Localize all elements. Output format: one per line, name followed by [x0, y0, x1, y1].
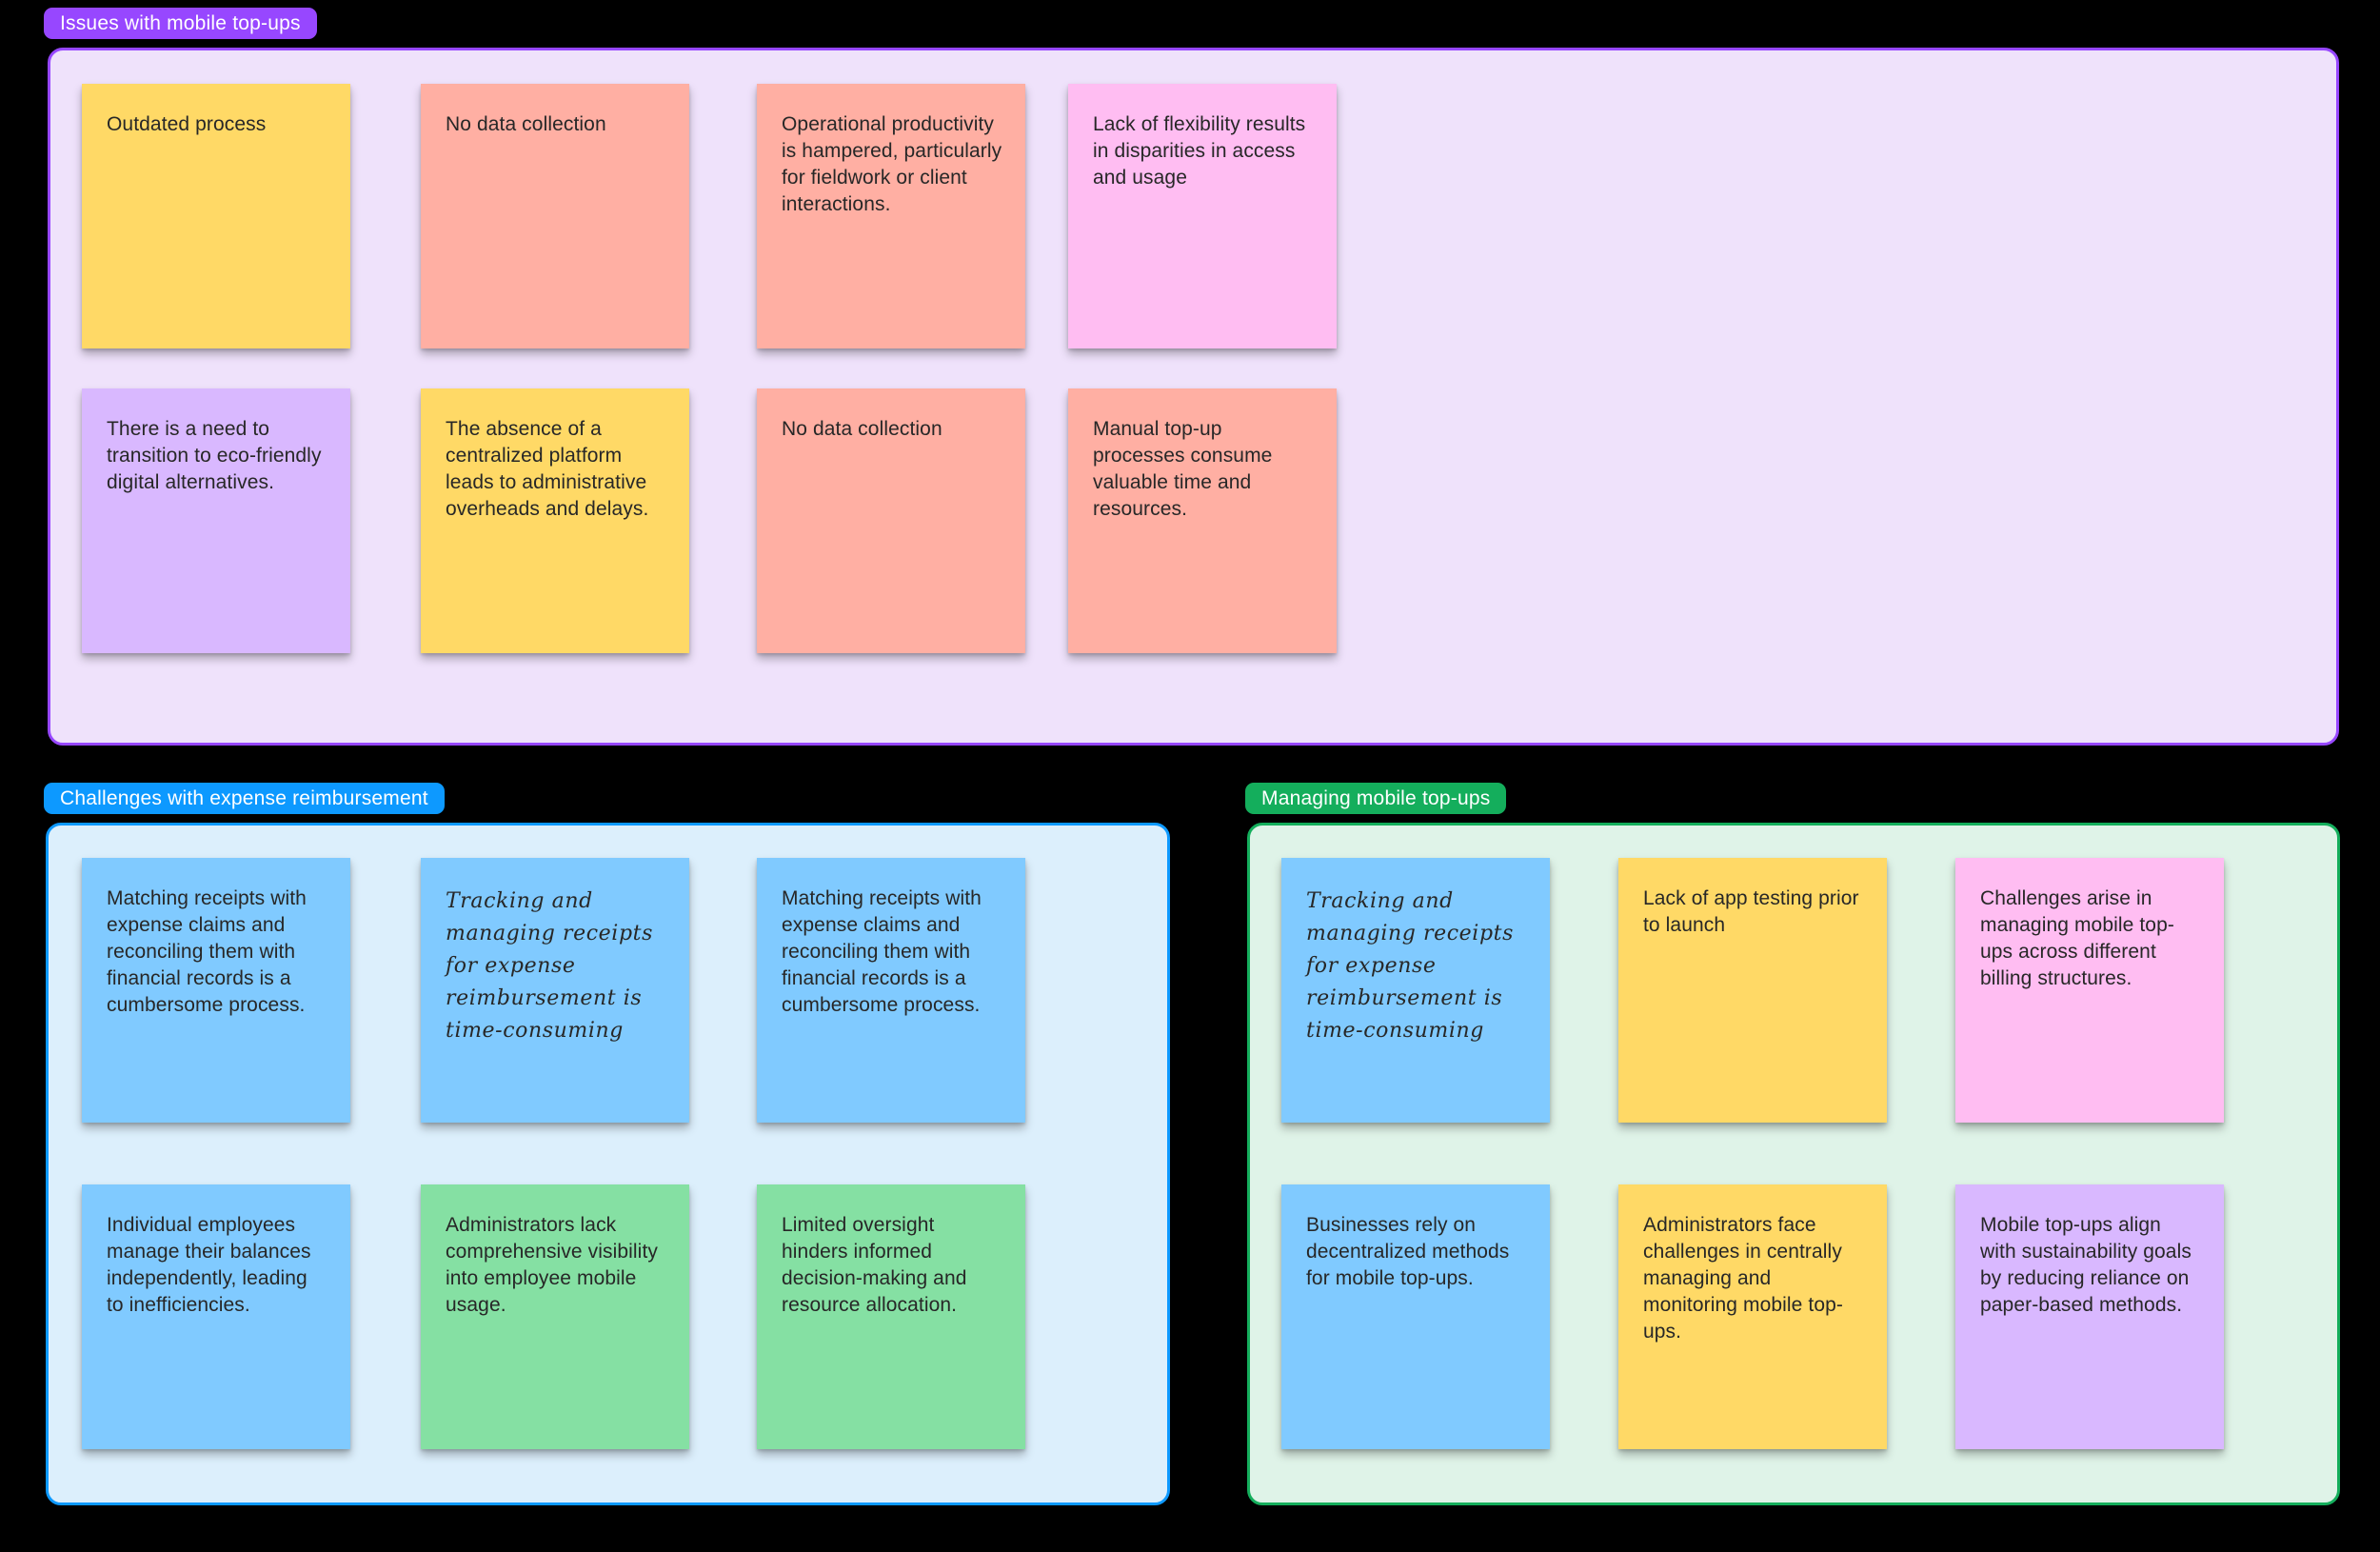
sticky-note-text: Lack of flexibility results in dispariti…	[1093, 113, 1306, 189]
sticky-note-text: Administrators lack comprehensive visibi…	[446, 1214, 658, 1316]
sticky-note-text: Businesses rely on decentralized methods…	[1306, 1214, 1510, 1289]
sticky-note-text: Administrators face challenges in centra…	[1643, 1214, 1843, 1343]
sticky-note[interactable]: Limited oversight hinders informed decis…	[757, 1184, 1025, 1449]
section-frame-challenges-with-expense-reimbursement[interactable]: Matching receipts with expense claims an…	[46, 823, 1170, 1505]
sticky-note[interactable]: Lack of app testing prior to launch	[1618, 858, 1887, 1123]
sticky-note-text: Tracking and managing receipts for expen…	[446, 889, 653, 1043]
sticky-note-text: Tracking and managing receipts for expen…	[1306, 889, 1514, 1043]
sticky-note-text: Lack of app testing prior to launch	[1643, 887, 1859, 936]
sticky-note-text: Mobile top-ups align with sustainability…	[1980, 1214, 2192, 1316]
sticky-note-text: There is a need to transition to eco-fri…	[107, 418, 322, 493]
sticky-note[interactable]: No data collection	[757, 388, 1025, 653]
sticky-note-text: Limited oversight hinders informed decis…	[782, 1214, 967, 1316]
sticky-note-text: No data collection	[782, 418, 942, 440]
sticky-note[interactable]: The absence of a centralized platform le…	[421, 388, 689, 653]
sticky-note-text: No data collection	[446, 113, 606, 135]
sticky-note-text: Matching receipts with expense claims an…	[107, 887, 307, 1016]
section-label-managing-mobile-top-ups[interactable]: Managing mobile top-ups	[1245, 783, 1507, 814]
sticky-note[interactable]: Tracking and managing receipts for expen…	[1281, 858, 1550, 1123]
sticky-note[interactable]: Tracking and managing receipts for expen…	[421, 858, 689, 1123]
sticky-note[interactable]: There is a need to transition to eco-fri…	[82, 388, 350, 653]
sticky-note[interactable]: No data collection	[421, 84, 689, 348]
sticky-note[interactable]: Individual employees manage their balanc…	[82, 1184, 350, 1449]
sticky-note[interactable]: Operational productivity is hampered, pa…	[757, 84, 1025, 348]
sticky-note[interactable]: Administrators face challenges in centra…	[1618, 1184, 1887, 1449]
sticky-note-text: Individual employees manage their balanc…	[107, 1214, 311, 1316]
sticky-note[interactable]: Manual top-up processes consume valuable…	[1068, 388, 1337, 653]
sticky-note-text: The absence of a centralized platform le…	[446, 418, 649, 520]
sticky-note-text: Operational productivity is hampered, pa…	[782, 113, 1002, 215]
sticky-note-text: Outdated process	[107, 113, 267, 135]
sticky-note[interactable]: Businesses rely on decentralized methods…	[1281, 1184, 1550, 1449]
sticky-note-text: Matching receipts with expense claims an…	[782, 887, 982, 1016]
sticky-note[interactable]: Mobile top-ups align with sustainability…	[1955, 1184, 2224, 1449]
section-frame-issues-with-mobile-top-ups[interactable]: Outdated process No data collection Oper…	[48, 48, 2339, 746]
sticky-note-text: Challenges arise in managing mobile top-…	[1980, 887, 2174, 989]
sticky-note[interactable]: Administrators lack comprehensive visibi…	[421, 1184, 689, 1449]
sticky-note[interactable]: Matching receipts with expense claims an…	[82, 858, 350, 1123]
sticky-note[interactable]: Lack of flexibility results in dispariti…	[1068, 84, 1337, 348]
section-label-challenges-with-expense-reimbursement[interactable]: Challenges with expense reimbursement	[44, 783, 445, 814]
sticky-note-text: Manual top-up processes consume valuable…	[1093, 418, 1273, 520]
sticky-note[interactable]: Outdated process	[82, 84, 350, 348]
section-label-issues-with-mobile-top-ups[interactable]: Issues with mobile top-ups	[44, 8, 317, 39]
sticky-note[interactable]: Matching receipts with expense claims an…	[757, 858, 1025, 1123]
section-frame-managing-mobile-top-ups[interactable]: Tracking and managing receipts for expen…	[1247, 823, 2340, 1505]
sticky-note[interactable]: Challenges arise in managing mobile top-…	[1955, 858, 2224, 1123]
